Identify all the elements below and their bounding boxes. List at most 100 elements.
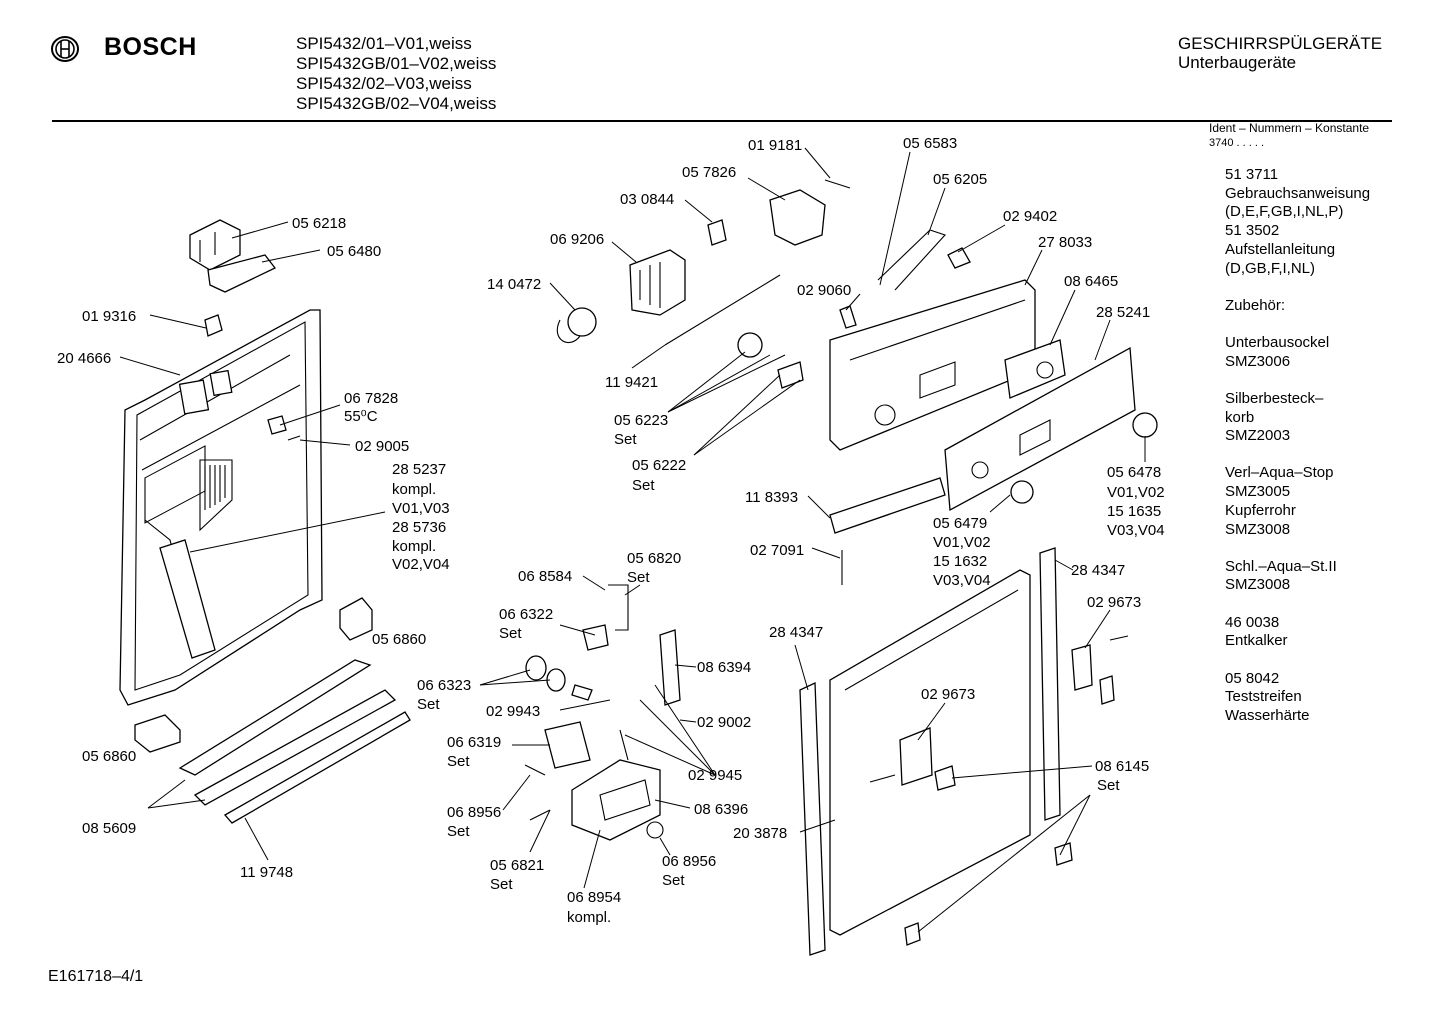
cable-part	[556, 319, 581, 343]
accessory-line: SMZ3005	[1225, 483, 1291, 501]
cable-part	[877, 229, 946, 291]
leader-lines	[119, 147, 1146, 933]
part-label: V01,V03	[392, 500, 450, 517]
accessory-line: 51 3502	[1225, 222, 1280, 240]
inner-door-panel	[119, 309, 323, 706]
side-trim-part	[1039, 547, 1061, 821]
accessory-line: 51 3711	[1225, 166, 1279, 183]
latch-part	[659, 629, 681, 706]
part-label: 02 9673	[1087, 594, 1141, 611]
part-label: 05 6820	[627, 550, 681, 567]
knob-part	[971, 461, 989, 479]
accessory-line: Verl–Aqua–Stop	[1225, 464, 1334, 482]
part-label: 01 9181	[748, 137, 802, 154]
subcategory: Unterbaugeräte	[1178, 53, 1297, 72]
accessory-line: Teststreifen	[1225, 688, 1302, 706]
bottom-trim-part	[193, 689, 397, 806]
accessory-line: Silberbesteck–	[1225, 389, 1324, 407]
part-label: 28 4347	[1071, 562, 1125, 579]
part-label: 05 6479	[933, 515, 987, 532]
door-lock-part	[189, 219, 277, 293]
accessory-line: Entkalker	[1225, 632, 1288, 650]
display-window-part	[1019, 419, 1051, 456]
dispenser-seal-part	[599, 779, 651, 821]
part-label: 14 0472	[487, 276, 541, 293]
bracket-part	[608, 584, 629, 631]
part-label: 06 6323	[417, 677, 471, 694]
part-label: 05 6222	[632, 457, 686, 474]
part-label: 05 6223	[614, 412, 668, 429]
part-label: 08 6465	[1064, 273, 1118, 290]
model-line: SPI5432GB/01–V02,weiss	[296, 54, 497, 73]
handle-strip-part	[829, 477, 946, 534]
knob-part	[737, 332, 763, 358]
part-labels: 05 6218 05 6480 01 9316 20 4666 06 7828 …	[57, 135, 1165, 926]
part-label: 28 5241	[1096, 304, 1150, 321]
part-label: kompl.	[567, 909, 611, 926]
knob-part	[1132, 412, 1158, 438]
knob-part	[1036, 361, 1054, 379]
model-line: SPI5432GB/02–V04,weiss	[296, 94, 497, 113]
category-title: GESCHIRRSPÜLGERÄTE Unterbaugeräte	[1178, 34, 1382, 72]
part-label: Set	[614, 431, 637, 448]
model-line: SPI5432/02–V03,weiss	[296, 74, 472, 93]
valve-part	[571, 684, 593, 701]
knob-part	[1010, 480, 1034, 504]
part-label: 28 4347	[769, 624, 823, 641]
slide-part	[777, 361, 804, 389]
part-label: 28 5736	[392, 519, 446, 536]
part-label: 15 1632	[933, 553, 987, 570]
accessory-line: Unterbausockel	[1225, 333, 1330, 351]
header-divider	[52, 120, 1392, 122]
hinge-part	[1071, 644, 1093, 691]
accessory-line: Wasserhärte	[1225, 706, 1310, 724]
switch-part	[769, 189, 826, 246]
part-label: kompl.	[392, 481, 436, 498]
cap-part	[525, 655, 547, 681]
part-label: 08 6394	[697, 659, 751, 676]
small-clip-part	[204, 314, 223, 337]
part-label: 06 6322	[499, 606, 553, 623]
accessory-line: (D,GB,F,I,NL)	[1225, 259, 1316, 277]
part-label: 28 5237	[392, 461, 446, 478]
timer-motor-part	[629, 249, 686, 316]
lever-part	[582, 624, 609, 651]
part-label: Set	[499, 625, 522, 642]
screw-part	[869, 774, 896, 783]
part-label: 02 9943	[486, 703, 540, 720]
lid-part	[544, 721, 591, 769]
part-label: 05 6860	[372, 631, 426, 648]
switch-part	[947, 247, 971, 269]
relay-part	[707, 219, 727, 246]
part-label: 20 4666	[57, 350, 111, 367]
accessory-line: Kupferrohr	[1225, 501, 1296, 519]
part-label: 05 6860	[82, 748, 136, 765]
part-label: 03 0844	[620, 191, 674, 208]
cable-strip-part	[159, 539, 216, 659]
part-label: V03,V04	[1107, 522, 1165, 539]
part-label: 06 8956	[662, 853, 716, 870]
dispenser-housing-part	[571, 759, 661, 841]
accessory-line: Aufstellanleitung	[1225, 240, 1336, 258]
part-label: kompl.	[392, 538, 436, 555]
ident-code: 3740 . . . . .	[1209, 137, 1265, 149]
part-label: 06 8954	[567, 889, 621, 906]
part-label: 02 7091	[750, 542, 804, 559]
bracket-part	[904, 922, 921, 946]
accessory-line: SMZ2003	[1225, 427, 1291, 445]
accessory-line: Zubehör:	[1225, 296, 1286, 314]
bracket-part	[1054, 842, 1073, 866]
seal-strip-part	[223, 711, 411, 824]
accessory-line: 05 8042	[1225, 669, 1280, 687]
accessory-line: Gebrauchsanweisung	[1225, 184, 1371, 202]
part-label: 06 8584	[518, 568, 572, 585]
part-label: 02 9002	[697, 714, 751, 731]
rod-part	[664, 274, 781, 346]
part-label: 05 7826	[682, 164, 736, 181]
